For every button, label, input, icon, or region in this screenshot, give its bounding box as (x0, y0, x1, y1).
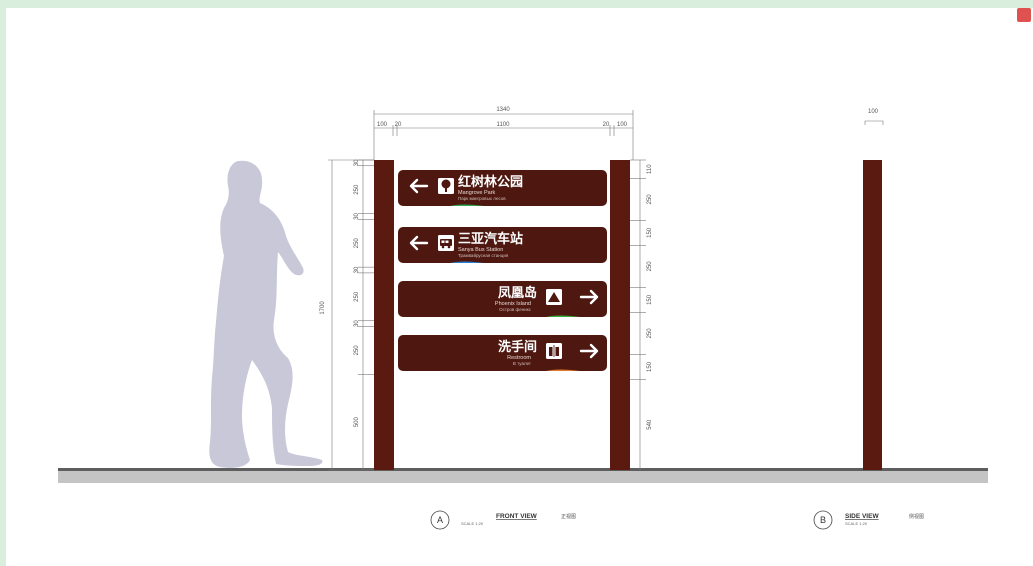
left-dim-label: 250 (354, 184, 360, 195)
person-silhouette (209, 160, 323, 468)
left-dim-label: 500 (354, 416, 360, 427)
right-dim-label: 250 (647, 328, 653, 339)
accent-stripe (546, 369, 580, 371)
front-view-cn: 正视图 (561, 513, 576, 520)
sign-elevation-drawing: 1700 30 250 30 250 30 250 30 250 500 110 250 150 25… (58, 107, 988, 530)
total-height-label: 1700 (320, 301, 326, 315)
ground-band (58, 471, 988, 483)
right-dim-label: 150 (647, 361, 653, 372)
left-dim-label: 30 (354, 212, 360, 219)
sign-ru-label: В туалет (513, 361, 531, 366)
sign-cn-label: 洗手间 (498, 339, 537, 355)
accent-stripe (546, 315, 580, 317)
restroom-icon (546, 343, 562, 359)
dim-left-gap: 20 (395, 122, 402, 128)
tree-icon (438, 178, 454, 194)
dim-right-post: 100 (617, 122, 628, 128)
left-dim-label: 30 (354, 266, 360, 273)
left-dim-label: 30 (354, 320, 360, 327)
sign-ru-label: Парк мангровых лесов (458, 196, 506, 201)
sign-ru-label: Трамвайрусная станция (458, 252, 509, 258)
sign-en-label: Restroom (507, 355, 531, 361)
dim-left-post: 100 (377, 122, 388, 128)
side-view-scale: SCALE 1:20 (845, 521, 868, 526)
arrow-left-icon (409, 235, 429, 251)
sign-en-label: Phoenix Island (495, 301, 531, 307)
right-dimension: 110 250 150 250 150 250 150 540 (630, 159, 653, 470)
document-corner-icon (1017, 8, 1031, 22)
right-dim-label: 110 (647, 164, 653, 174)
right-dim-label: 540 (647, 419, 653, 430)
arrow-left-icon (409, 178, 429, 194)
sign-cn-label: 凤凰岛 (498, 285, 537, 301)
arrow-right-icon (579, 343, 599, 359)
right-post (610, 160, 630, 470)
accent-stripe (450, 204, 484, 206)
right-dim-label: 250 (647, 194, 653, 205)
drawing-sheet: 1700 30 250 30 250 30 250 30 250 500 110 250 150 25… (6, 8, 1033, 566)
view-label-front: A FRONT VIEW 正视图 SCALE 1:20 (430, 510, 576, 530)
right-dim-label: 250 (647, 261, 653, 272)
view-label-side: B SIDE VIEW 侧视图 SCALE 1:20 (813, 510, 924, 530)
accent-stripe (450, 261, 484, 263)
sign-cn-label: 三亚汽车站 (458, 231, 523, 247)
right-dim-label: 150 (647, 227, 653, 238)
side-width-label: 100 (868, 109, 879, 115)
arrow-right-icon (579, 289, 599, 305)
view-letter-b: B (820, 515, 826, 525)
side-view-cn: 侧视图 (909, 513, 924, 520)
sign-en-label: Mangrove Park (458, 190, 496, 196)
bus-icon (438, 235, 454, 251)
sign-en-label: Sanya Bus Station (458, 247, 503, 253)
left-dim-label: 250 (354, 345, 360, 356)
total-width-label: 1340 (496, 107, 510, 113)
dim-panel-width: 1100 (497, 122, 511, 128)
sign-cn-label: 红树林公园 (458, 174, 523, 190)
side-post (863, 160, 882, 470)
left-dim-label: 250 (354, 291, 360, 302)
right-dim-label: 150 (647, 294, 653, 305)
ground-line (58, 468, 988, 471)
left-post (374, 160, 394, 470)
left-dim-label: 30 (354, 159, 360, 166)
front-view-scale: SCALE 1:20 (461, 521, 484, 526)
view-letter-a: A (437, 515, 443, 525)
width-dimension: 1340 100 20 1100 20 100 (373, 107, 634, 160)
sign-ru-label: Остров феникс (499, 307, 532, 312)
height-dimension: 1700 30 250 30 250 30 250 30 250 500 (320, 159, 374, 471)
left-dim-label: 250 (354, 238, 360, 249)
side-view: 100 (863, 109, 884, 470)
front-view-title: FRONT VIEW (496, 513, 538, 520)
dim-right-gap: 20 (603, 122, 610, 128)
mountain-icon (546, 289, 562, 305)
side-view-title: SIDE VIEW (845, 513, 879, 520)
